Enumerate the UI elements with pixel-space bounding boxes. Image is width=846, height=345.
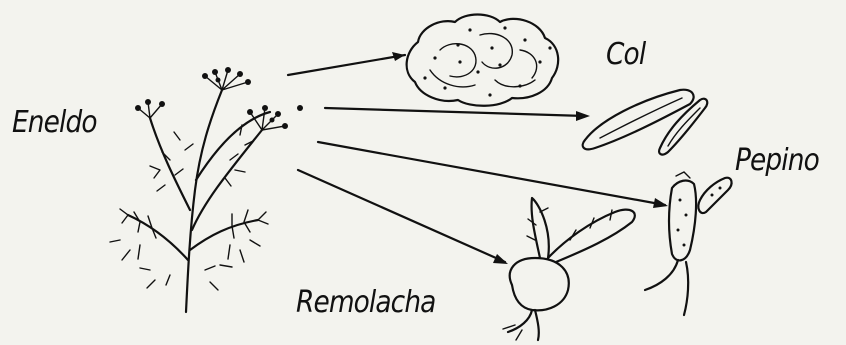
pods-illustration bbox=[583, 90, 708, 155]
arrow-to-cabbage bbox=[288, 55, 405, 75]
label-eneldo: Eneldo bbox=[12, 108, 97, 138]
arrowhead-beet bbox=[493, 254, 508, 264]
dill-plant-illustration bbox=[110, 67, 303, 312]
label-remolacha: Remolacha bbox=[296, 288, 435, 318]
label-pepino: Pepino bbox=[735, 146, 819, 176]
cabbage-illustration bbox=[407, 15, 559, 106]
arrowhead-pods bbox=[576, 111, 590, 121]
relationship-arrows bbox=[288, 52, 668, 264]
cucumber-illustration bbox=[645, 172, 732, 315]
arrow-to-beet bbox=[298, 170, 505, 262]
arrowhead-cabbage bbox=[392, 52, 405, 61]
arrowhead-cucumber bbox=[653, 198, 668, 208]
arrow-to-pods bbox=[325, 108, 585, 116]
label-col: Col bbox=[606, 40, 645, 70]
beet-illustration bbox=[503, 198, 635, 340]
arrow-to-cucumber bbox=[318, 142, 665, 205]
